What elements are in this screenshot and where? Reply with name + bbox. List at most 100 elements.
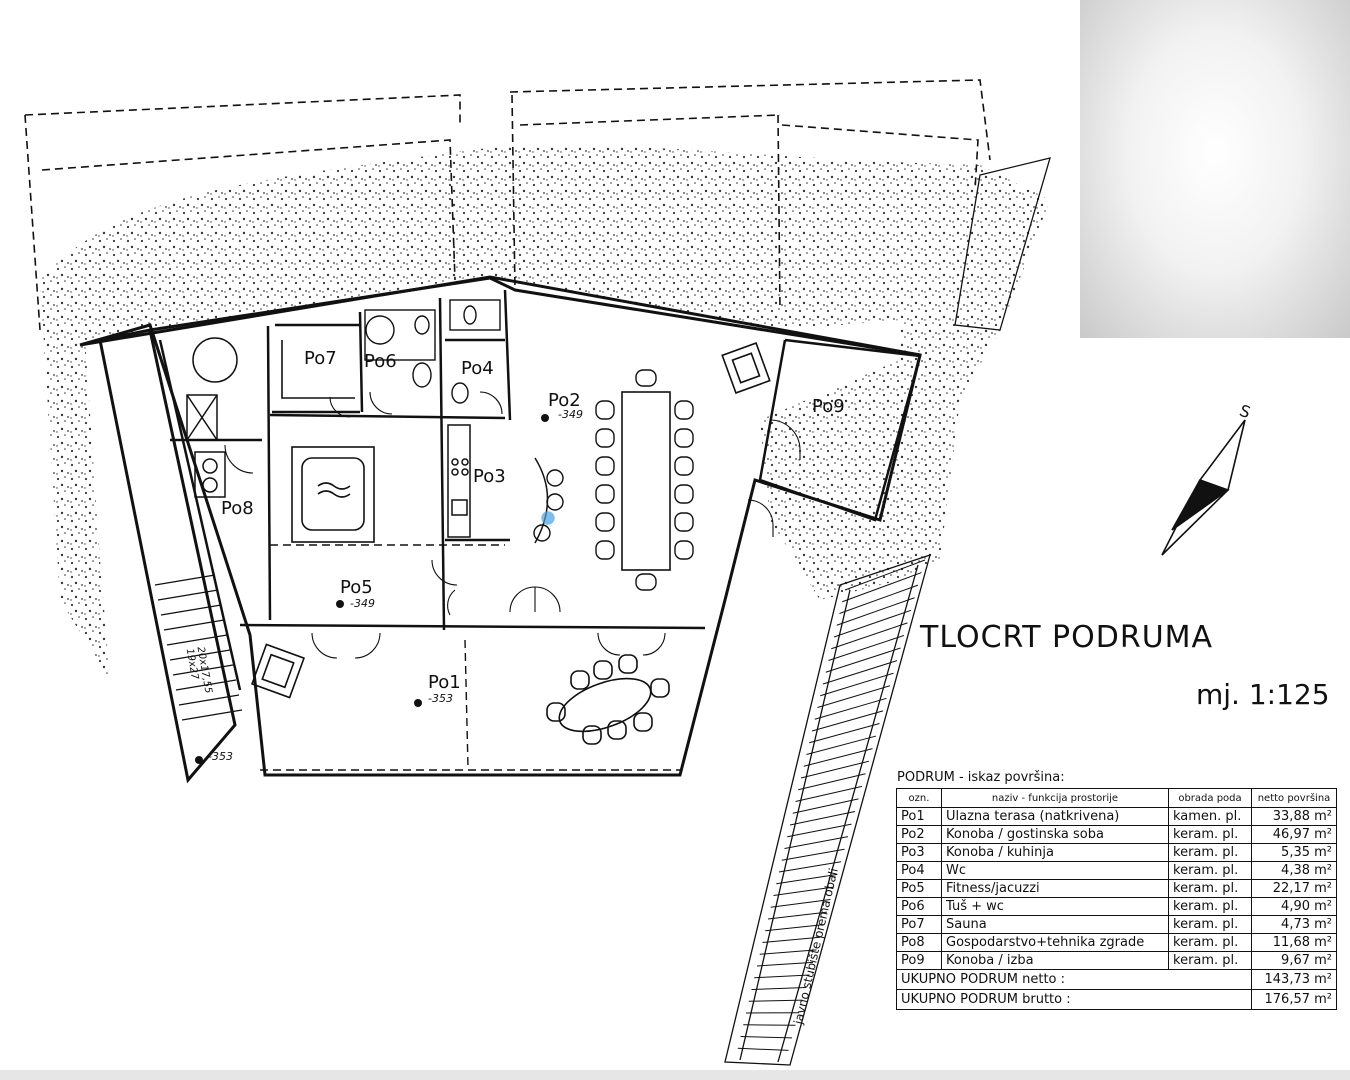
row-code: Po2 [896,825,942,844]
stair-tread [781,848,845,861]
stair-tread [822,660,898,685]
chair [674,456,694,476]
stair-tread [748,999,803,1002]
room-label-po6: Po6 [364,351,397,372]
chair [635,573,657,591]
row-area: 46,97 m² [1251,825,1337,844]
header-floor: obrada poda [1168,788,1252,808]
stair-tread [811,710,884,732]
header-name: naziv - funkcija prostorije [941,788,1169,808]
chair [595,400,615,420]
level-label-entrance: -353 [208,750,233,763]
stair-tread [759,949,817,955]
public-stairs-treads [737,559,926,1051]
row-area: 4,90 m² [1251,897,1337,916]
bar-stools-po2 [533,469,564,542]
chair [595,484,615,504]
room-label-po9: Po9 [812,396,845,417]
terrain-stipple [40,145,1050,680]
row-code: Po1 [896,807,942,826]
stair-tread [839,584,919,614]
row-area: 33,88 m² [1251,807,1337,826]
fireplace-po1 [250,643,306,699]
room-label-po7: Po7 [304,348,337,369]
header-area: netto površina [1251,788,1337,808]
stair-tread [778,861,842,873]
row-code: Po9 [896,951,942,970]
total-brutto-label: UKUPNO PODRUM brutto : [896,989,1252,1010]
row-name: Konoba / kuhinja [941,843,1169,862]
chair [595,540,615,560]
row-area: 5,35 m² [1251,843,1337,862]
chair [607,720,627,740]
row-code: Po5 [896,879,942,898]
row-floor: keram. pl. [1168,861,1252,880]
chair [618,654,638,674]
stair-tread [817,685,891,708]
total-netto-label: UKUPNO PODRUM netto : [896,969,1252,990]
room-label-po8: Po8 [221,498,254,519]
row-floor: keram. pl. [1168,897,1252,916]
stair-tread [762,936,821,943]
stair-tread [784,836,849,849]
stair-tread [776,873,838,885]
chair [650,678,670,698]
terrace-table-po1 [546,654,670,745]
row-area: 4,38 m² [1251,861,1337,880]
row-name: Ulazna terasa (natkrivena) [941,807,1169,826]
drawing-title: TLOCRT PODRUMA [920,620,1214,655]
stair-tread [828,634,905,661]
row-name: Konoba / gostinska soba [941,825,1169,844]
room-label-po5: Po5 [340,577,373,598]
north-arrow [1161,419,1246,556]
row-name: Sauna [941,915,1169,934]
total-brutto-value: 176,57 m² [1251,989,1337,1010]
chair [635,369,657,387]
stair-tread [836,597,915,626]
row-name: Wc [941,861,1169,880]
stair-tread [814,697,887,720]
row-code: Po6 [896,897,942,916]
chair [674,540,694,560]
area-table: ozn. naziv - funkcija prostorije obrada … [896,788,1337,1010]
stair-tread [767,911,828,920]
stair-tread [833,609,912,638]
chair [674,512,694,532]
stair-tread [751,987,807,990]
building-outer-walls [79,275,922,784]
chair [674,400,694,420]
room-label-po2: Po2 [548,390,581,411]
left-stairs [154,574,243,721]
stair-tread [765,924,824,932]
stair-tread [844,559,926,591]
row-area: 11,68 m² [1251,933,1337,952]
jacuzzi-po5 [291,446,375,543]
row-floor: keram. pl. [1168,933,1252,952]
level-label-po2: -349 [558,408,583,421]
total-brutto-row: UKUPNO PODRUM brutto : 176,57 m² [896,989,1337,1010]
level-markers [195,414,549,764]
row-floor: keram. pl. [1168,825,1252,844]
stair-tread [798,773,866,791]
row-name: Tuš + wc [941,897,1169,916]
stair-tread [737,1047,789,1051]
row-floor: kamen. pl. [1168,807,1252,826]
chair [593,660,613,680]
stair-tread [809,722,880,744]
total-netto-row: UKUPNO PODRUM netto : 143,73 m² [896,969,1337,990]
dining-table-po2 [621,391,671,571]
sauna-bench-po7 [281,340,355,399]
row-name: Gospodarstvo+tehnika zgrade [941,933,1169,952]
room-label-po3: Po3 [473,466,506,487]
stair-tread [831,622,908,650]
row-code: Po8 [896,933,942,952]
stair-tread [756,961,814,967]
stair-tread [806,735,877,755]
